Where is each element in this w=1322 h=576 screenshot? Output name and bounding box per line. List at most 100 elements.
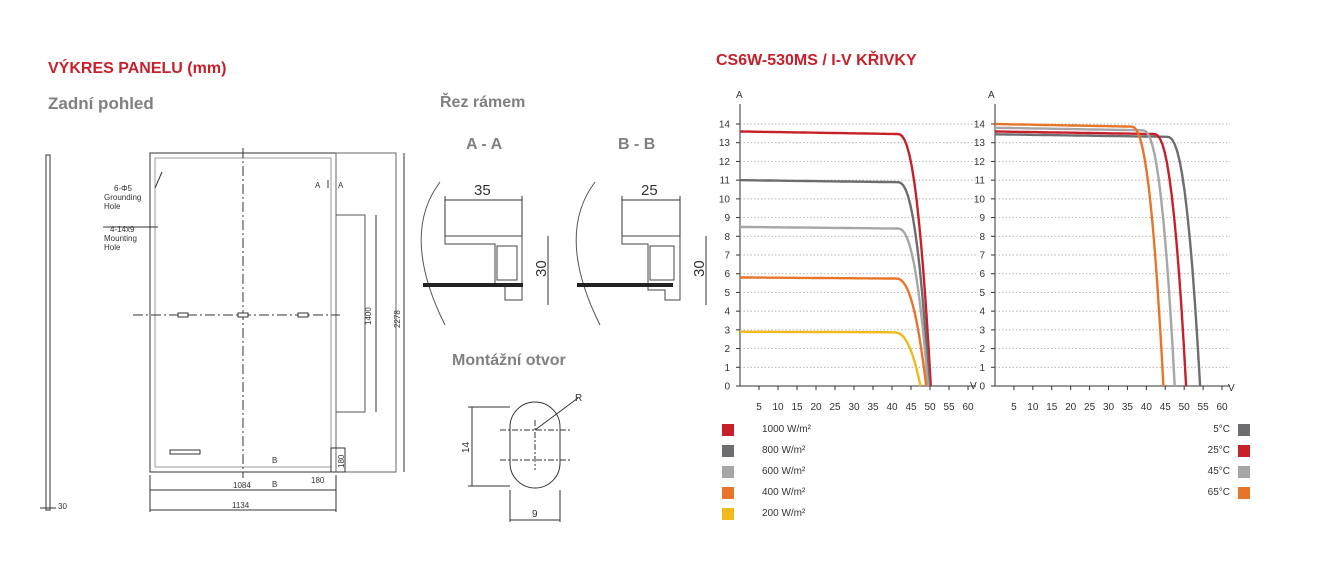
- panel-side-outline: [335, 152, 397, 473]
- dim-180-v: 180: [337, 454, 346, 468]
- hole-height: 14: [461, 441, 472, 453]
- grounding-slot: [169, 449, 201, 455]
- x-tick-label: 30: [848, 402, 860, 413]
- mounting-hole: [237, 312, 249, 318]
- y-tick-label: 12: [974, 157, 986, 168]
- x-tick-label: 50: [1179, 402, 1191, 413]
- legend-swatch: [1238, 424, 1250, 436]
- mounting-hole-drawing: 14 9 R: [461, 393, 582, 522]
- dim-180-h: 180: [311, 476, 325, 485]
- x-tick-label: 60: [962, 402, 974, 413]
- iv-curve-series: [994, 126, 1176, 387]
- y-tick-label: 7: [979, 251, 985, 262]
- section-a-height: 30: [533, 260, 550, 277]
- iv-curve-series: [995, 130, 1188, 387]
- legend-swatch: [722, 466, 734, 478]
- y-tick-label: 4: [724, 307, 730, 318]
- legend-label: 200 W/m²: [762, 508, 806, 519]
- x-tick-label: 35: [1122, 402, 1134, 413]
- x-axis-unit: V: [1228, 383, 1235, 394]
- x-tick-label: 55: [1198, 402, 1210, 413]
- y-tick-label: 11: [720, 176, 731, 187]
- hole-width: 9: [532, 509, 538, 520]
- x-tick-label: 20: [1065, 402, 1077, 413]
- radius-leader: [534, 397, 579, 431]
- junction-recess: [336, 214, 366, 413]
- section-a-hollow: [496, 245, 518, 281]
- legend-label: 800 W/m²: [762, 445, 806, 456]
- y-tick-label: 14: [974, 120, 986, 131]
- legend-label: 600 W/m²: [762, 466, 806, 477]
- legend-item: 45°C: [1180, 466, 1256, 480]
- legend-swatch: [722, 424, 734, 436]
- legend-swatch: [722, 445, 734, 457]
- legend-swatch: [1238, 487, 1250, 499]
- section-b-laminate: [577, 283, 673, 287]
- frame-section-drawings: 35 30 25 30: [420, 181, 708, 326]
- x-tick-label: 10: [772, 402, 784, 413]
- x-tick-label: 15: [791, 402, 803, 413]
- legend-item: 1000 W/m²: [722, 424, 832, 438]
- y-tick-label: 13: [719, 138, 731, 149]
- x-tick-label: 35: [867, 402, 879, 413]
- legend-label: 5°C: [1213, 424, 1230, 435]
- dim-180-box: [330, 447, 346, 473]
- iv-curve-series: [740, 130, 932, 387]
- back-view-subtitle: Zadní pohled: [48, 94, 154, 113]
- y-tick-label: 5: [724, 288, 730, 299]
- legend-item: 600 W/m²: [722, 466, 832, 480]
- y-tick-label: 2: [979, 344, 985, 355]
- y-axis-unit: A: [736, 90, 743, 101]
- y-tick-label: 12: [719, 157, 731, 168]
- section-b-width: 25: [641, 182, 658, 199]
- dim-1084: 1084: [233, 481, 251, 490]
- x-tick-label: 45: [905, 402, 917, 413]
- x-tick-label: 50: [924, 402, 936, 413]
- mounting-hole: [297, 312, 309, 318]
- y-tick-label: 13: [974, 138, 986, 149]
- y-tick-label: 1: [724, 363, 730, 374]
- legend-item: 800 W/m²: [722, 445, 832, 459]
- mounting-count-label: 4-14x9: [110, 225, 135, 234]
- iv-curve-series: [995, 122, 1165, 387]
- grounding-text-label-2: Hole: [104, 202, 121, 211]
- y-tick-label: 1: [979, 363, 985, 374]
- x-tick-label: 25: [1084, 402, 1096, 413]
- grounding-leader: [154, 171, 163, 189]
- dim-2278: 2278: [393, 310, 402, 328]
- legend-item: 65°C: [1180, 487, 1256, 501]
- section-a-width: 35: [474, 182, 491, 199]
- section-b-profile: [621, 235, 681, 301]
- iv-curve-series: [739, 178, 931, 387]
- legend-label: 65°C: [1207, 487, 1230, 498]
- y-tick-label: 14: [719, 120, 731, 131]
- a-mark-left: A: [315, 181, 321, 190]
- a-mark-right: A: [338, 181, 344, 190]
- mounting-hole-slot: [509, 401, 561, 489]
- y-tick-label: 8: [724, 232, 730, 243]
- y-tick-label: 5: [979, 288, 985, 299]
- dim-30: 30: [58, 502, 67, 511]
- b-mark-top: B: [272, 456, 277, 465]
- panel-back-view-drawing: 6-Φ5 Grounding Hole 4-14x9 Mounting Hole…: [40, 148, 405, 512]
- y-tick-label: 11: [975, 176, 986, 187]
- y-tick-label: 10: [719, 194, 731, 205]
- y-tick-label: 3: [724, 325, 730, 336]
- legend-label: 400 W/m²: [762, 487, 806, 498]
- section-b-label: B - B: [618, 136, 656, 153]
- legend-swatch: [722, 508, 734, 520]
- side-profile: [45, 154, 51, 511]
- iv-curve-series: [740, 276, 928, 387]
- section-b-break-arc: [575, 181, 601, 326]
- x-tick-label: 5: [756, 402, 762, 413]
- iv-curve-series: [739, 225, 930, 387]
- section-b-hollow: [649, 245, 675, 281]
- legend-label: 45°C: [1207, 466, 1230, 477]
- section-a-break-arc: [420, 181, 446, 326]
- x-tick-label: 20: [810, 402, 822, 413]
- dim-1134: 1134: [232, 501, 250, 510]
- y-tick-label: 3: [979, 325, 985, 336]
- section-a-label: A - A: [466, 136, 503, 153]
- y-tick-label: 7: [724, 251, 730, 262]
